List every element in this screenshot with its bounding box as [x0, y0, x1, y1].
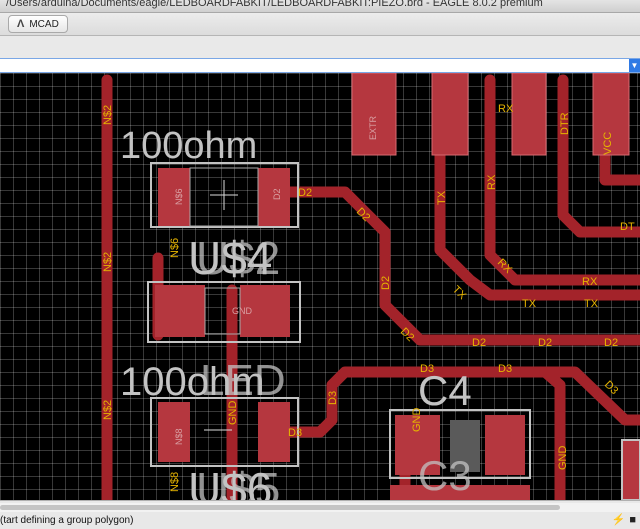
pad-vcc-top — [592, 73, 630, 156]
signal-d2-c: D2 — [380, 276, 392, 290]
pad-c4-right — [485, 415, 525, 475]
c3-ref-label: C3 — [418, 452, 472, 499]
signal-d2-f: D2 — [538, 337, 552, 349]
signal-d2-e: D2 — [472, 337, 486, 349]
signal-tx-a: TX — [436, 190, 448, 205]
pad-label-extr: EXTR — [368, 115, 378, 140]
pad-label-gnd: GND — [232, 306, 253, 316]
component-c4[interactable] — [389, 409, 531, 500]
signal-labels: N$2 N$2 N$2 N$6 N$8 D2 D2 D2 D2 D2 D2 D2… — [102, 103, 635, 492]
trace-tx — [434, 74, 640, 301]
signal-rx-a: RX — [486, 174, 498, 190]
signal-dt: DT — [620, 221, 635, 233]
mcad-button[interactable]: Λ MCAD — [8, 15, 68, 33]
header-pads — [351, 73, 630, 156]
toolbar: Λ MCAD — [0, 13, 640, 36]
scrollbar-thumb[interactable] — [0, 505, 560, 510]
c4-ref-label: C4 — [418, 367, 472, 414]
signal-d3-a: D3 — [420, 363, 434, 375]
pad-d3 — [258, 402, 290, 462]
signal-gnd-c: GND — [411, 408, 423, 433]
signal-vcc: VCC — [602, 132, 614, 155]
signal-gnd-b: GND — [557, 446, 569, 471]
signal-d2-a: D2 — [298, 187, 312, 199]
pad-n6 — [158, 168, 190, 226]
pad-label-d2: D2 — [272, 188, 282, 200]
pad-label-n6: N$6 — [174, 188, 184, 205]
command-line-input[interactable]: ▼ — [0, 58, 640, 73]
pad-c4-left — [395, 415, 440, 475]
pad-labels: N$6 D2 GND N$8 EXTR — [174, 115, 378, 445]
pad-n8 — [158, 402, 190, 462]
pad-label-n8: N$8 — [174, 428, 184, 445]
signal-dtr: DTR — [559, 112, 571, 135]
stop-icon[interactable]: ■ — [629, 514, 636, 526]
signal-gnd-a: GND — [227, 401, 239, 426]
mcad-button-label: MCAD — [29, 18, 59, 30]
chevron-down-icon[interactable]: ▼ — [629, 59, 640, 72]
component-r1[interactable] — [150, 162, 299, 228]
signal-tx-b: TX — [450, 284, 469, 303]
pad-led-left — [155, 285, 205, 337]
led-name-label: LED — [200, 356, 286, 405]
pad-led-right — [240, 285, 290, 337]
autodesk-logo-icon: Λ — [17, 18, 25, 30]
window-title-bar: /Users/arduina/Documents/eagle/LEDBOARDF… — [0, 0, 640, 13]
signal-d3-c: D3 — [327, 391, 339, 405]
parameter-toolbar — [0, 36, 640, 58]
status-text: (tart defining a group polygon) — [0, 515, 134, 526]
signal-n2-mid: N$2 — [102, 252, 114, 272]
u5-ref-label: U$5 — [196, 463, 280, 500]
pad-d2 — [258, 168, 290, 226]
board-canvas[interactable]: 100ohm U$4 U$2 100ohm LED U$6 U$5 C4 C3 … — [0, 73, 640, 500]
lightning-icon[interactable]: ⚡ — [611, 514, 626, 526]
window-title: /Users/arduina/Documents/eagle/LEDBOARDF… — [6, 0, 543, 9]
status-bar: (tart defining a group polygon) ⚡■ — [0, 500, 640, 529]
trace-d2 — [284, 186, 640, 346]
signal-n2-top: N$2 — [102, 105, 114, 125]
signal-tx-d: TX — [584, 298, 599, 310]
trace-d3 — [284, 366, 566, 500]
horizontal-scrollbar[interactable] — [0, 503, 640, 512]
trace-d3-b — [539, 366, 640, 426]
led-value-label: 100ohm — [120, 360, 265, 404]
r1-value-label: 100ohm — [120, 125, 257, 167]
component-r2[interactable] — [150, 397, 299, 467]
trace-rx — [484, 74, 640, 286]
signal-rx-c: RX — [582, 276, 598, 288]
u2-ref-label: U$2 — [196, 232, 280, 284]
r1-ref-label: U$4 — [188, 232, 272, 284]
pad-tx-top — [431, 73, 469, 156]
signal-d3-b: D3 — [498, 363, 512, 375]
component-led[interactable] — [147, 281, 301, 343]
pad-extr — [351, 73, 397, 156]
signal-n8: N$8 — [169, 472, 181, 492]
u6-ref-label: U$6 — [188, 463, 272, 500]
signal-d2-g: D2 — [604, 337, 618, 349]
pcb-layout[interactable]: 100ohm U$4 U$2 100ohm LED U$6 U$5 C4 C3 … — [0, 73, 640, 500]
pad-right-edge — [622, 440, 640, 500]
signal-rx-top: RX — [498, 103, 514, 115]
trace-dtr — [557, 74, 640, 238]
signal-n2-low: N$2 — [102, 400, 114, 420]
signal-d3-pad: D3 — [288, 427, 302, 439]
pad-rx-top — [511, 73, 547, 156]
signal-n6: N$6 — [169, 238, 181, 258]
signal-tx-c: TX — [522, 298, 537, 310]
component-names: 100ohm U$4 U$2 100ohm LED U$6 U$5 C4 C3 — [120, 125, 472, 500]
